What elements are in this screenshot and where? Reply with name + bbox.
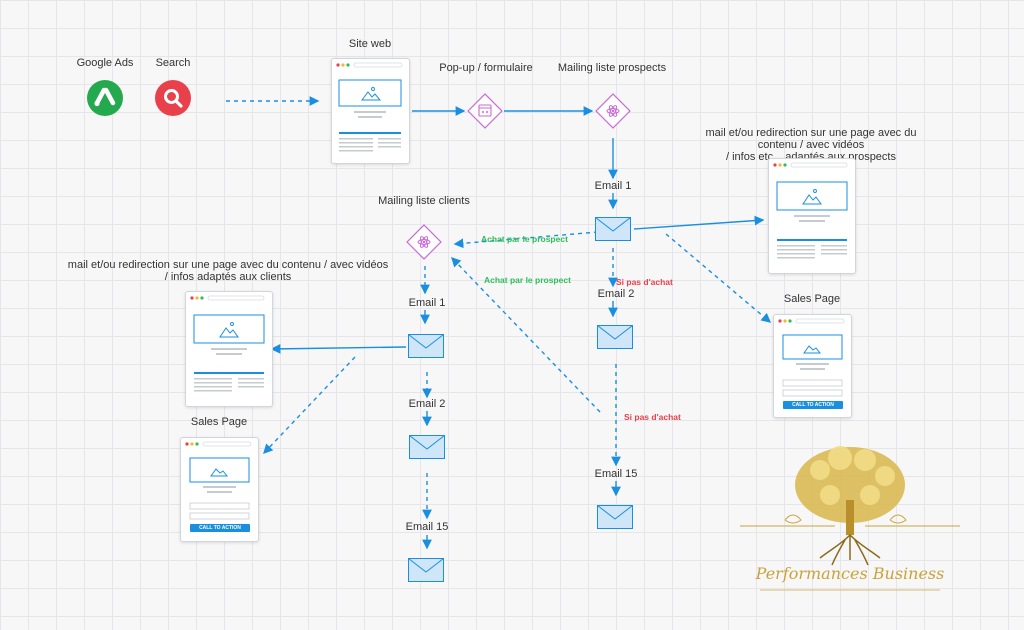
sales-page-left[interactable]: CALL TO ACTION [180, 437, 259, 542]
achat-prospect-label-1: Achat par le prospect [481, 234, 568, 244]
performances-business-logo: Performances Business [740, 440, 960, 600]
si-pas-achat-label-2: Si pas d'achat [624, 412, 681, 422]
mailing-prospects-label: Mailing liste prospects [557, 62, 667, 74]
arrow-email1-to-page [633, 215, 765, 230]
mailing-clients-label: Mailing liste clients [378, 195, 470, 207]
logo-text: Performances Business [755, 564, 945, 583]
call-to-action-button-right[interactable]: CALL TO ACTION [783, 401, 843, 409]
arrow-achat-2 [451, 256, 601, 413]
email2-client-label: Email 2 [408, 398, 446, 410]
email1-client-label: Email 1 [408, 297, 446, 309]
arrow-email1-to-sales-left [263, 356, 356, 455]
sales-page-right[interactable]: CALL TO ACTION [773, 314, 852, 418]
email2-prospect-icon[interactable] [597, 325, 633, 349]
search-label: Search [155, 57, 191, 69]
email15-client-icon[interactable] [408, 558, 444, 582]
search-icon[interactable] [155, 80, 191, 116]
google-ads-icon[interactable] [87, 80, 123, 116]
tree-icon [740, 446, 960, 591]
email2-prospect-label: Email 2 [597, 288, 635, 300]
email2-client-icon[interactable] [409, 435, 445, 459]
email15-prospect-label: Email 15 [594, 468, 638, 480]
prospects-page-note: mail et/ou redirection sur une page avec… [705, 127, 917, 163]
site-web-page[interactable] [331, 58, 410, 164]
email1-prospect-icon[interactable] [595, 217, 631, 241]
arrow-email1-to-sales [665, 233, 772, 323]
mailing-clients-node-icon[interactable] [405, 223, 443, 266]
popup-form-icon[interactable] [466, 92, 504, 135]
site-web-label: Site web [348, 38, 392, 50]
call-to-action-button-left[interactable]: CALL TO ACTION [190, 524, 250, 532]
email15-client-label: Email 15 [405, 521, 449, 533]
email15-prospect-icon[interactable] [597, 505, 633, 529]
prospects-content-page[interactable] [768, 158, 856, 274]
sales-page-right-label: Sales Page [783, 293, 841, 305]
achat-prospect-label-2: Achat par le prospect [484, 275, 571, 285]
sales-page-left-label: Sales Page [190, 416, 248, 428]
email1-client-icon[interactable] [408, 334, 444, 358]
google-ads-label: Google Ads [76, 57, 134, 69]
si-pas-achat-label-1: Si pas d'achat [616, 277, 673, 287]
mailing-prospects-node-icon[interactable] [594, 92, 632, 135]
clients-content-page[interactable] [185, 291, 273, 407]
arrow-email1-to-client-page [270, 343, 407, 354]
email1-prospect-label: Email 1 [594, 180, 632, 192]
clients-page-note: mail et/ou redirection sur une page avec… [67, 259, 389, 283]
popup-label: Pop-up / formulaire [439, 62, 533, 74]
